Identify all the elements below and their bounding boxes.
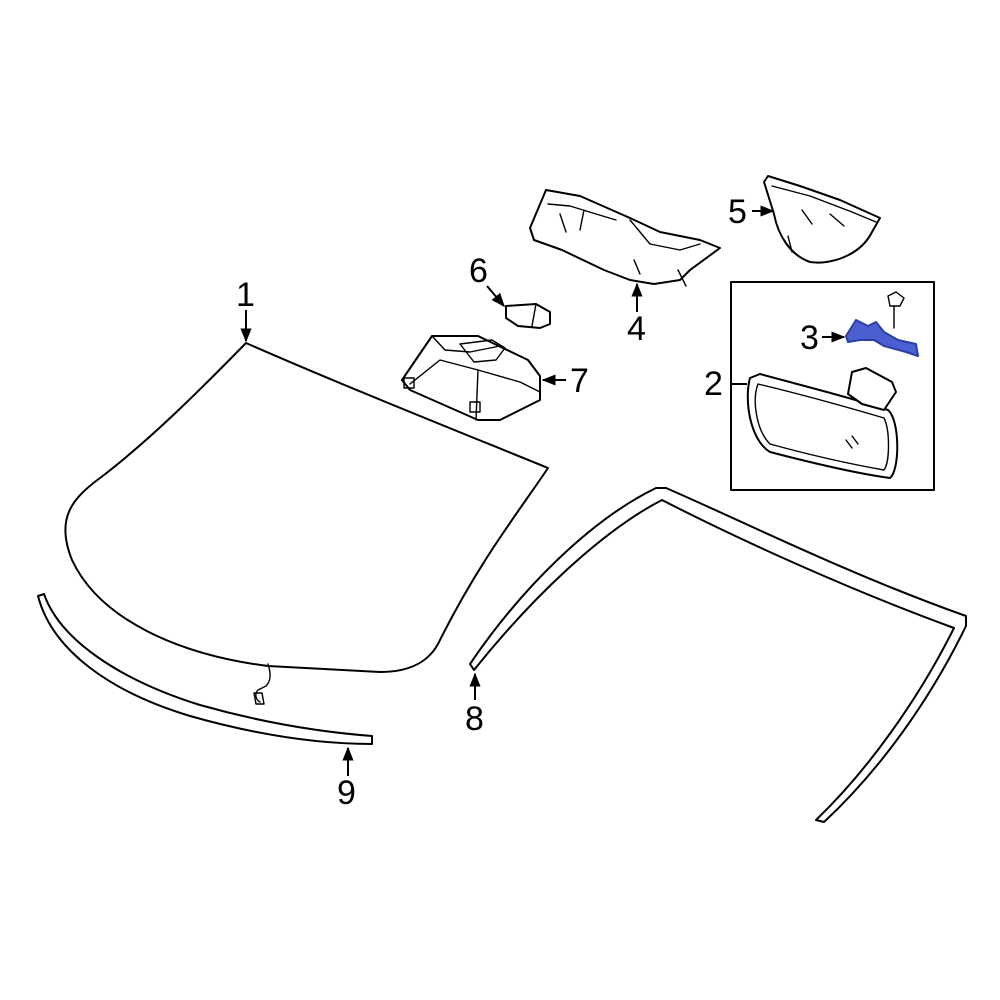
callout-5: 5 (728, 193, 747, 231)
mirror-bracket[interactable] (845, 319, 919, 357)
lower-moulding-strip[interactable] (37, 593, 373, 745)
callout-labels: 1 2 3 4 5 6 7 8 9 (236, 193, 819, 812)
callout-1: 1 (236, 276, 255, 314)
windshield-glass[interactable] (64, 342, 549, 705)
camera-module[interactable] (401, 335, 541, 421)
callout-4: 4 (627, 310, 646, 348)
leader-6 (486, 285, 505, 308)
callout-6: 6 (469, 252, 488, 290)
leader-lines (240, 205, 846, 776)
rain-sensor[interactable] (505, 303, 551, 329)
sensor-cover[interactable] (529, 189, 721, 287)
mirror-cover[interactable] (763, 175, 881, 264)
mirror-assembly-group[interactable] (730, 281, 935, 491)
callout-8: 8 (465, 700, 484, 738)
windshield-weatherstrip[interactable] (469, 487, 967, 823)
callout-7: 7 (570, 362, 589, 400)
callout-2: 2 (704, 365, 723, 403)
callout-3: 3 (800, 319, 819, 357)
callout-9: 9 (337, 774, 356, 812)
